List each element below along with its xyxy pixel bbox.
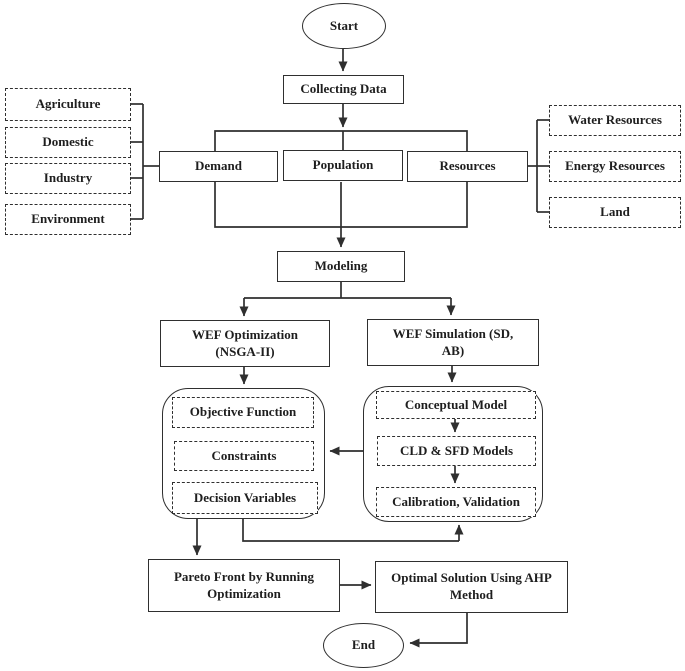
simulation-container — [363, 386, 543, 522]
node-wef-simulation: WEF Simulation (SD, AB) — [367, 319, 539, 366]
node-calibration-validation: Calibration, Validation — [376, 487, 536, 517]
node-decision-variables: Decision Variables — [172, 482, 318, 514]
edge-optimal-end — [409, 613, 468, 648]
node-start: Start — [302, 3, 386, 49]
node-pareto-front: Pareto Front by Running Optimization — [148, 559, 340, 612]
node-industry: Industry — [5, 163, 131, 194]
node-demand: Demand — [159, 151, 278, 182]
optimization-container — [162, 388, 325, 519]
node-energy-resources: Energy Resources — [549, 151, 681, 182]
node-conceptual-model: Conceptual Model — [376, 391, 536, 419]
node-resources: Resources — [407, 151, 528, 182]
node-domestic: Domestic — [5, 127, 131, 158]
node-constraints: Constraints — [174, 441, 314, 471]
feedback-elbow — [242, 519, 459, 542]
node-collecting-data: Collecting Data — [283, 75, 404, 104]
node-population: Population — [283, 150, 403, 181]
node-cld-sfd-models: CLD & SFD Models — [377, 436, 536, 466]
node-optimal-solution: Optimal Solution Using AHP Method — [375, 561, 568, 613]
node-environment: Environment — [5, 204, 131, 235]
node-modeling: Modeling — [277, 251, 405, 282]
split-frame-top — [214, 130, 468, 151]
node-land: Land — [549, 197, 681, 228]
node-water-resources: Water Resources — [549, 105, 681, 136]
node-end: End — [323, 623, 404, 668]
node-agriculture: Agriculture — [5, 88, 131, 121]
node-wef-optimization: WEF Optimization (NSGA-II) — [160, 320, 330, 367]
node-objective-function: Objective Function — [172, 397, 314, 428]
